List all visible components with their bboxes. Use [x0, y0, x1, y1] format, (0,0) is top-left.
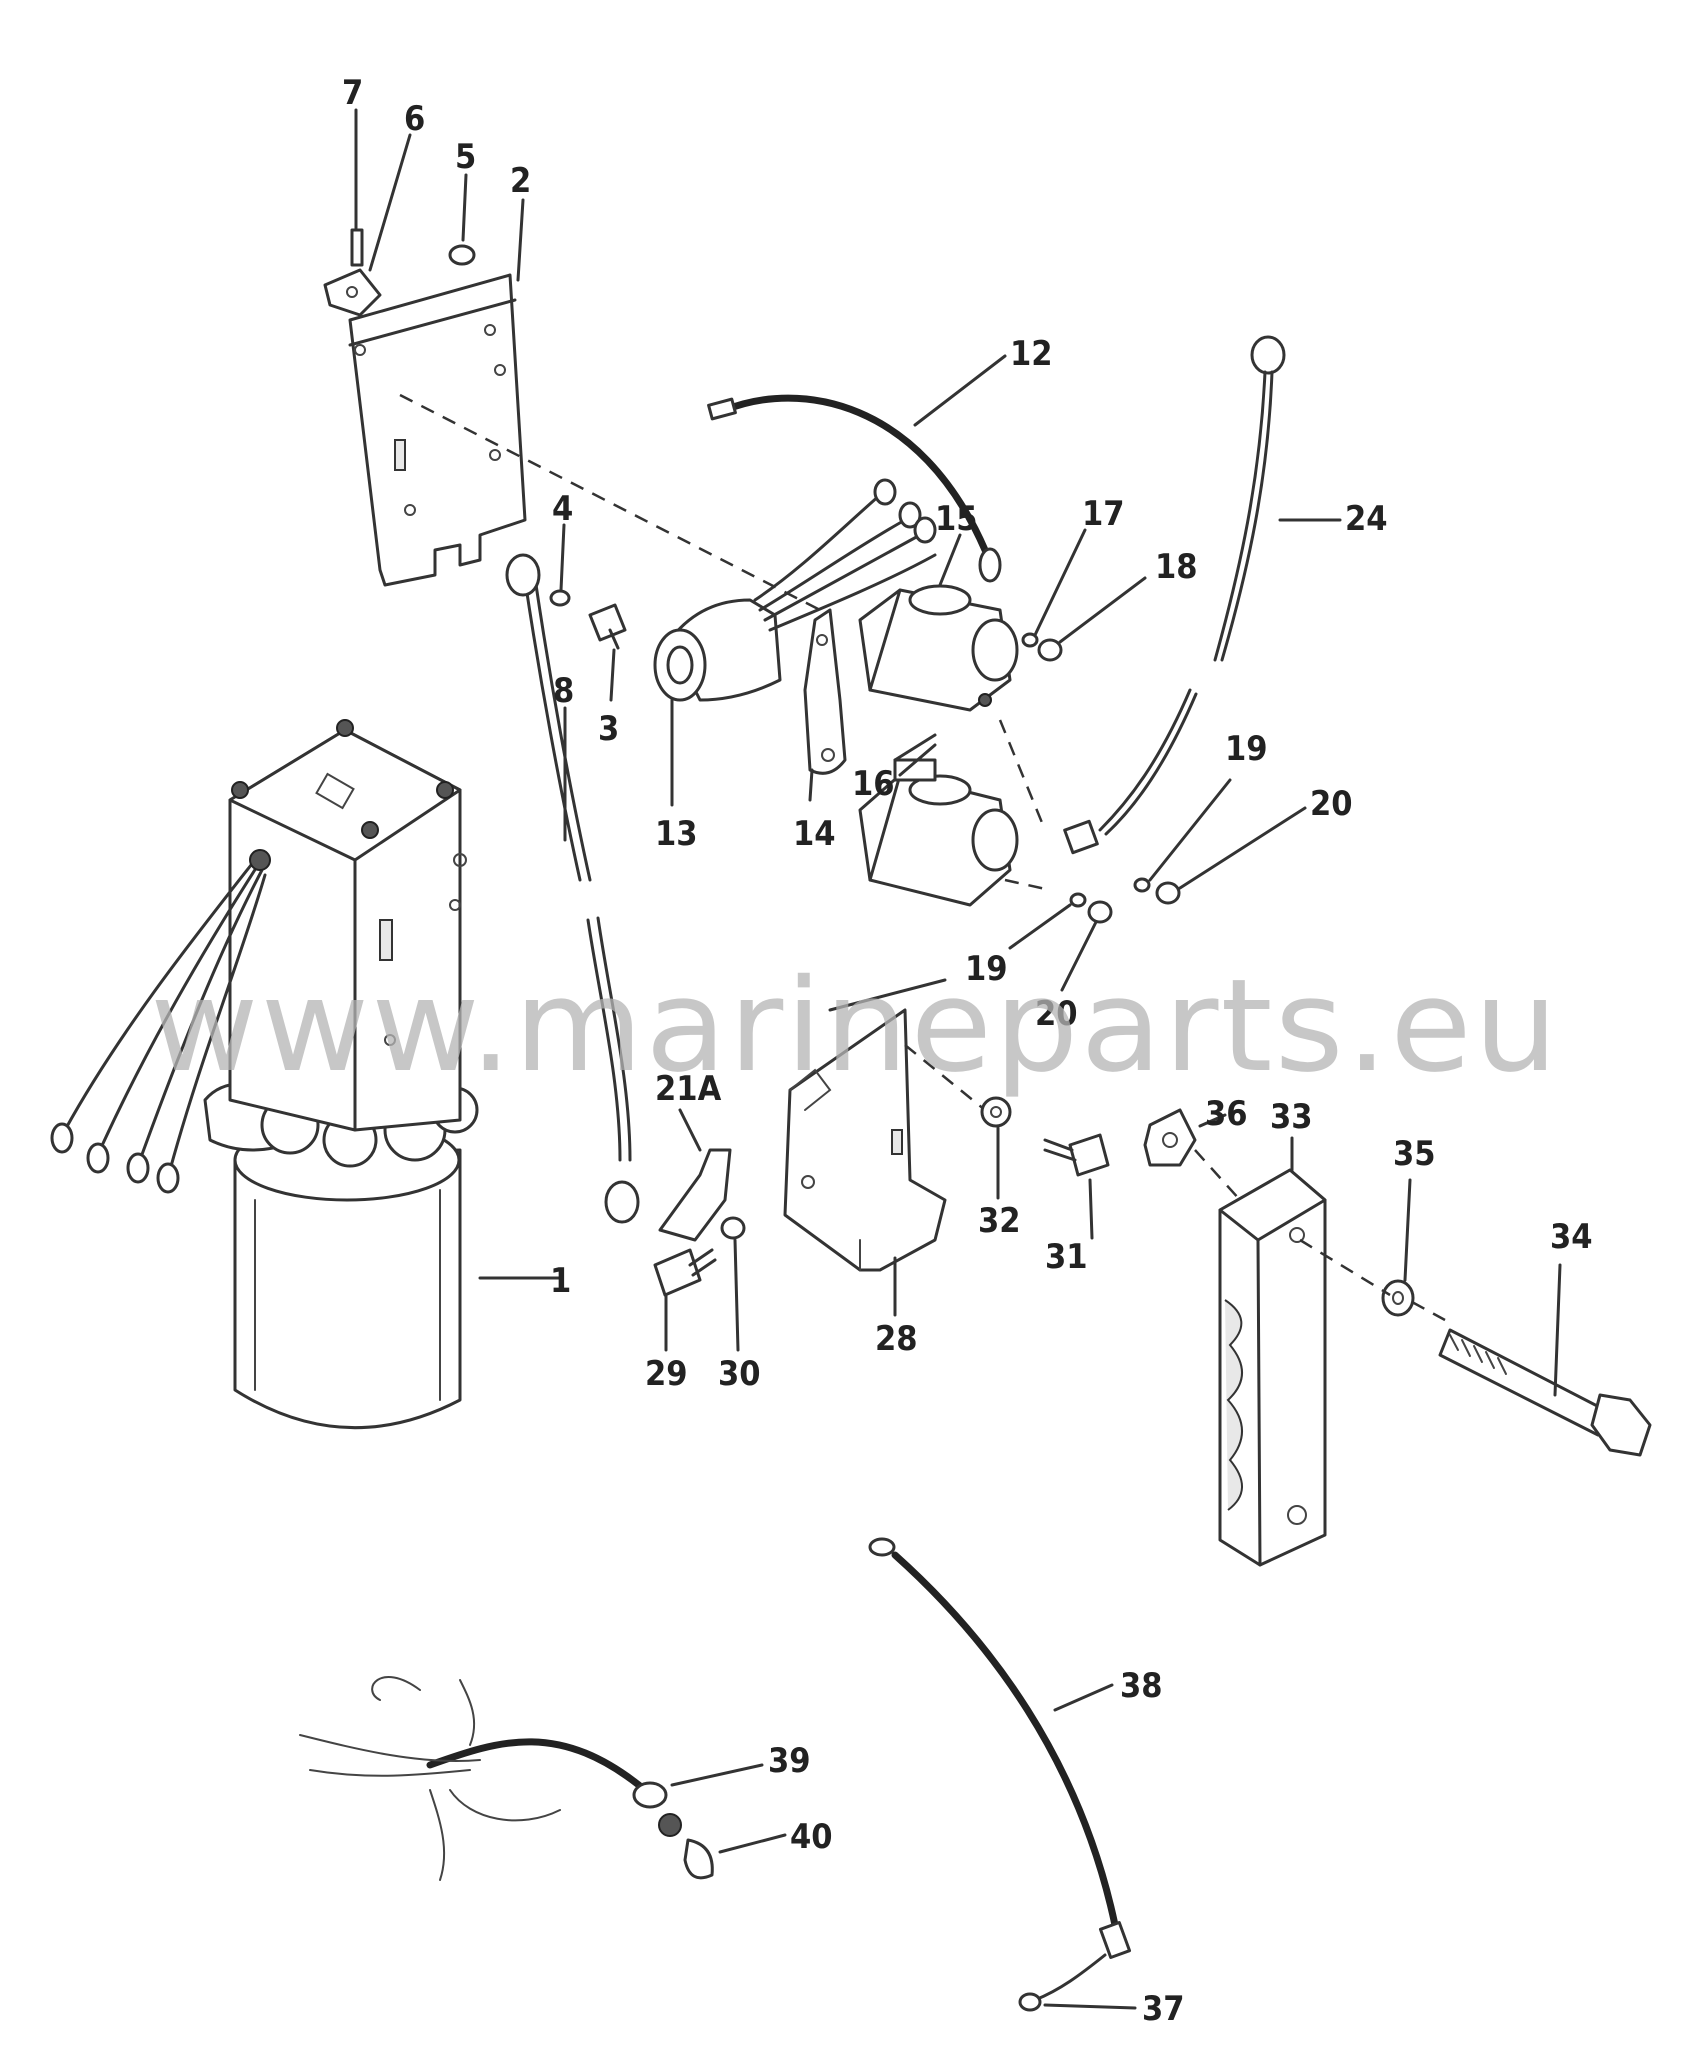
callout-12: 12	[1010, 334, 1053, 374]
callout-21a: 21A	[655, 1069, 722, 1109]
callout-30: 30	[718, 1354, 761, 1394]
cable-part-38	[868, 1537, 1132, 2002]
callout-5: 5	[455, 137, 476, 177]
pump-motor-part-1	[50, 719, 479, 1430]
callout-33: 33	[1270, 1097, 1313, 1137]
washer-part-35	[1381, 1279, 1415, 1317]
callout-35: 35	[1393, 1134, 1436, 1174]
callout-31: 31	[1045, 1237, 1088, 1277]
callout-14: 14	[793, 814, 836, 854]
callout-6: 6	[404, 99, 425, 139]
callout-1: 1	[550, 1261, 571, 1301]
plug-part-40	[658, 1813, 714, 1880]
bolt-part-34	[1438, 1328, 1652, 1457]
washer-part-36	[1143, 1108, 1197, 1167]
callout-32: 32	[978, 1201, 1021, 1241]
screw-part-29	[653, 1248, 717, 1297]
callout-37: 37	[1142, 1989, 1185, 2029]
cover-part-28	[783, 978, 947, 1272]
callout-19-lower: 19	[965, 949, 1008, 989]
callout-15: 15	[935, 499, 978, 539]
callout-40: 40	[790, 1817, 833, 1857]
callout-8: 8	[553, 671, 574, 711]
screw-part-3	[588, 603, 627, 650]
washer-part-17	[1021, 632, 1039, 648]
nut-part-18	[1037, 638, 1063, 662]
solenoid-part-16	[858, 733, 1019, 907]
terminal-part-37	[1018, 1992, 1042, 2012]
leader-lines	[354, 108, 1562, 2010]
callout-16: 16	[852, 764, 895, 804]
bracket-part-14	[803, 608, 847, 775]
watermark-text: www.marineparts.eu	[150, 952, 1560, 1101]
callout-3: 3	[598, 709, 619, 749]
washer-part-4	[549, 589, 571, 607]
nut-part-20	[1087, 881, 1181, 924]
callout-2: 2	[510, 161, 531, 201]
solenoid-part-15	[858, 584, 1019, 712]
callout-29: 29	[645, 1354, 688, 1394]
fitting-part-21a	[658, 1148, 732, 1242]
cable-part-8	[505, 553, 640, 1224]
callout-4: 4	[552, 489, 573, 529]
washer-part-30	[720, 1216, 746, 1240]
harness-part-39	[299, 1676, 668, 1881]
callout-19-upper: 19	[1225, 729, 1268, 769]
lead-part-24	[1063, 335, 1286, 855]
screw-part-31	[1043, 1133, 1110, 1177]
callout-34: 34	[1550, 1217, 1593, 1257]
callout-20-lower: 20	[1035, 994, 1078, 1034]
callout-13: 13	[655, 814, 698, 854]
callout-17: 17	[1082, 494, 1125, 534]
callout-24: 24	[1345, 499, 1388, 539]
callout-36: 36	[1205, 1094, 1248, 1134]
callout-7: 7	[342, 73, 363, 113]
callout-20-upper: 20	[1310, 784, 1353, 824]
mounting-bracket-part-2	[323, 228, 821, 612]
lead-part-12	[707, 394, 1002, 583]
callout-38: 38	[1120, 1666, 1163, 1706]
callout-18: 18	[1155, 547, 1198, 587]
washer-part-19	[1069, 877, 1151, 908]
callout-28: 28	[875, 1319, 918, 1359]
switch-part-13	[653, 478, 937, 702]
callout-39: 39	[768, 1741, 811, 1781]
callout-labels: 7 6 5 2 4 3 8 12 13 14 15 16 17 18 24 19…	[342, 73, 1593, 2029]
block-part-33	[1218, 1168, 1327, 1567]
washer-part-32	[980, 1096, 1012, 1128]
